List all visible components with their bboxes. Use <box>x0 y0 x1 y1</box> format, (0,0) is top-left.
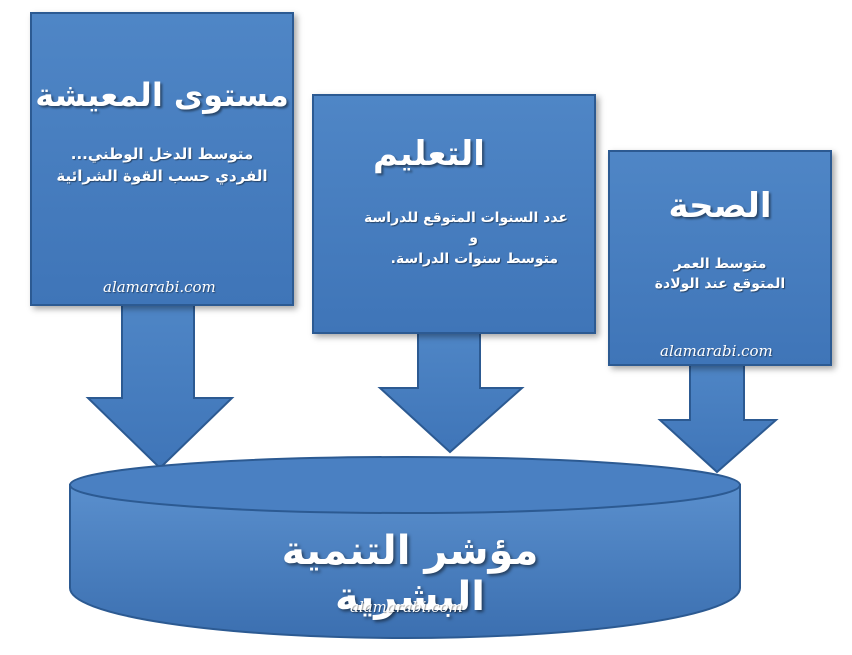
education-line1: عدد السنوات المتوقع للدراسة <box>364 210 568 226</box>
education-line3: متوسط سنوات الدراسة. <box>390 250 558 267</box>
living-line1: متوسط الدخل الوطني... <box>70 145 254 163</box>
health-watermark: alamarabi.com <box>660 342 773 360</box>
box-education: التعليم عدد السنوات المتوقع للدراسة و مت… <box>312 94 596 334</box>
education-title: التعليم <box>373 134 485 174</box>
box-living-standard: مستوى المعيشة متوسط الدخل الوطني... الفر… <box>30 12 294 306</box>
living-title: مستوى المعيشة <box>35 76 289 114</box>
health-line2: المتوقع عند الولادة <box>654 276 786 293</box>
cylinder-top <box>69 456 741 514</box>
arrow-living-shape <box>85 299 235 470</box>
base-watermark: alamarabi.com <box>350 598 463 616</box>
health-line1: متوسط العمر <box>673 256 767 272</box>
education-line2: و <box>469 230 478 247</box>
arrow-health-shape <box>657 359 779 474</box>
living-watermark: alamarabi.com <box>103 278 216 296</box>
box-health: الصحة متوسط العمر المتوقع عند الولادة <box>608 150 832 366</box>
arrow-education-shape <box>377 329 525 454</box>
hdi-title: مؤشر التنمية البشرية <box>281 528 539 620</box>
health-title: الصحة <box>668 186 772 226</box>
living-line2: الفردي حسب القوة الشرائية <box>56 166 268 185</box>
